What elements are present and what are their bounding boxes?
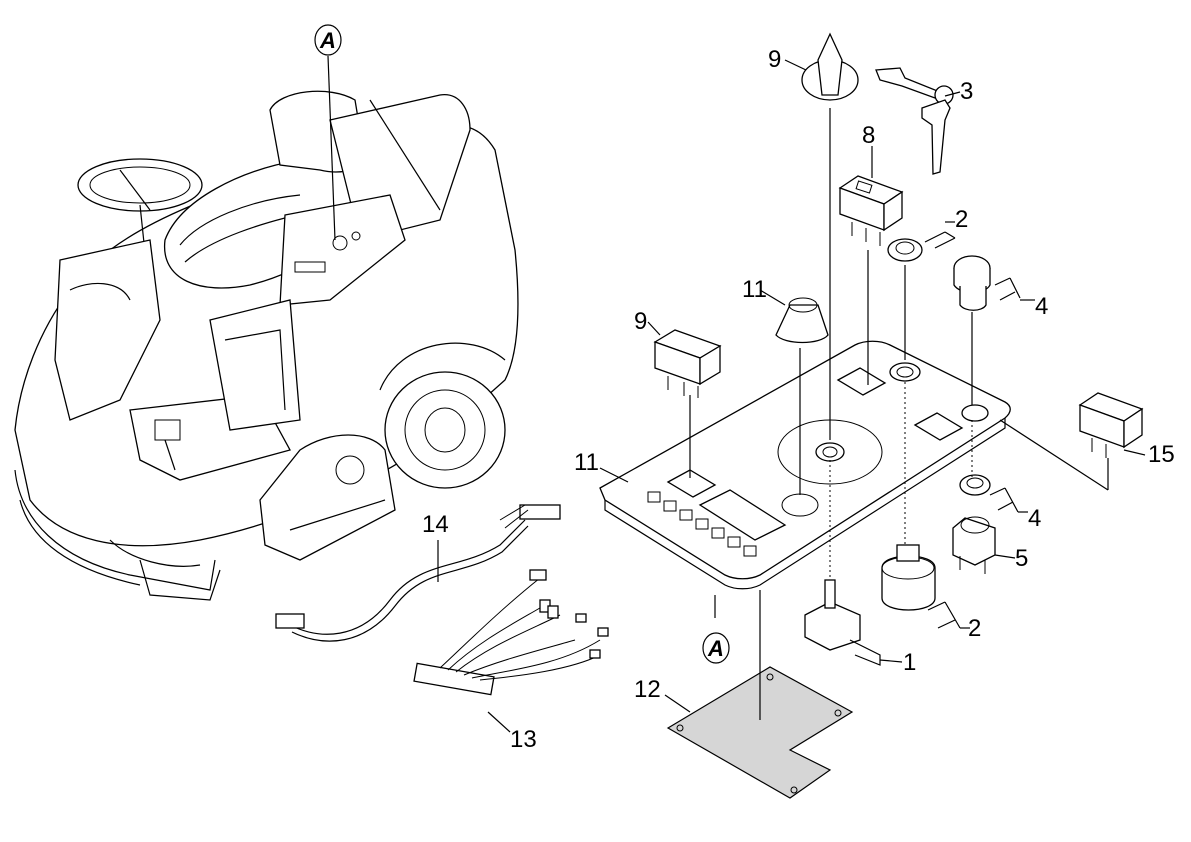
push-button-4 — [953, 255, 991, 311]
machine-illustration — [14, 90, 519, 601]
label-3: 3 — [960, 78, 973, 105]
rocker-switch-7 — [653, 329, 722, 398]
label-4-upper: 4 — [1035, 293, 1048, 320]
view-marker-a-top: A — [314, 24, 342, 241]
label-14: 14 — [422, 511, 449, 538]
assembly-lines — [689, 108, 1109, 720]
svg-text:A: A — [319, 28, 336, 53]
rotary-switch-1 — [804, 579, 881, 666]
rocker-switch-15 — [1078, 392, 1144, 458]
view-marker-a-bottom: A — [702, 632, 730, 664]
label-8: 11 — [742, 276, 767, 303]
label-1: 1 — [903, 649, 916, 676]
label-4-lower: 4 — [1028, 505, 1041, 532]
label-9: 9 — [768, 46, 781, 73]
label-2-lower: 2 — [968, 615, 981, 642]
label-12: 12 — [634, 676, 661, 703]
label-5: 5 — [1015, 545, 1028, 572]
nut-2-upper — [887, 238, 923, 262]
control-panel-plate-11 — [599, 340, 1011, 590]
label-15: 15 — [1148, 441, 1175, 468]
label-6: 8 — [862, 122, 875, 149]
cable-harness-14 — [275, 504, 561, 642]
label-2-upper: 2 — [955, 206, 968, 233]
label-7: 9 — [634, 308, 647, 335]
label-13: 13 — [510, 726, 537, 753]
lock-body-2 — [881, 544, 936, 611]
rotary-knob-9 — [801, 32, 859, 101]
nut-4-lower — [959, 474, 991, 496]
mounting-plate-12 — [666, 666, 854, 799]
rocker-switch-6 — [838, 175, 904, 246]
cap-8 — [775, 297, 829, 344]
svg-text:A: A — [707, 636, 724, 661]
keypad-squares — [647, 491, 757, 557]
keys-3 — [875, 67, 954, 175]
part-labels: 9 3 8 2 4 11 9 11 15 4 5 2 1 12 13 14 — [422, 46, 1175, 753]
cable-harness-13 — [413, 569, 609, 696]
contact-block-5 — [952, 516, 996, 574]
label-11: 11 — [574, 449, 599, 476]
